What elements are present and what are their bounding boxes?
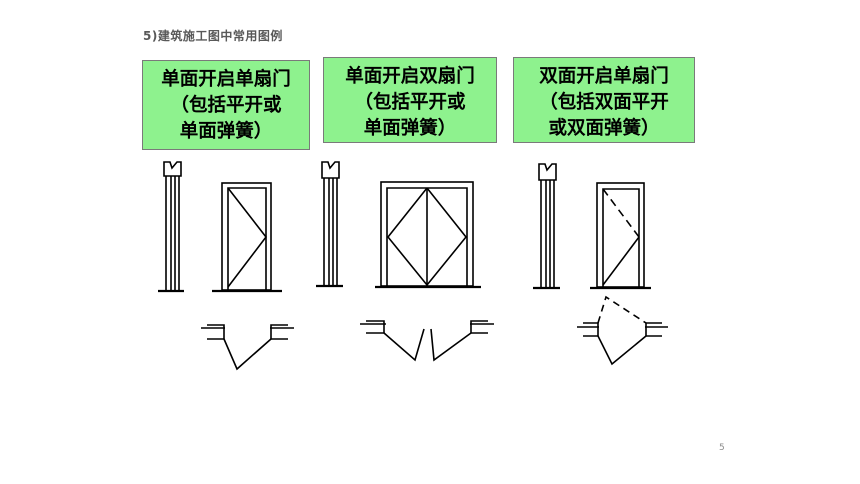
label-line: （包括双面平开	[539, 92, 669, 113]
section-view-two-way-door	[533, 163, 560, 290]
plan-view-two-way-door	[577, 295, 668, 366]
section-view-double-door	[316, 161, 343, 288]
label-line: 单面弹簧）	[363, 118, 457, 139]
elevation-view-two-way-door	[590, 182, 651, 290]
plan-view-double-door	[360, 320, 494, 362]
page-number: 5	[719, 443, 725, 453]
label-line: 或双面弹簧）	[548, 118, 660, 139]
section-view-single-door	[158, 161, 184, 293]
label-line: 单面开启双扇门	[345, 66, 475, 87]
label-line: （包括平开或	[354, 92, 466, 113]
label-line: （包括平开或	[170, 95, 282, 116]
label-single-leaf-two-way-door: 双面开启单扇门 （包括双面平开 或双面弹簧）	[513, 57, 695, 143]
elevation-view-double-door	[375, 181, 481, 289]
plan-view-single-door	[201, 324, 294, 371]
label-line: 单面弹簧）	[179, 121, 273, 142]
elevation-view-single-door	[212, 182, 282, 293]
label-double-leaf-one-way-door: 单面开启双扇门 （包括平开或 单面弹簧）	[323, 57, 497, 143]
label-line: 双面开启单扇门	[539, 66, 669, 87]
label-line: 单面开启单扇门	[161, 69, 291, 90]
label-single-leaf-one-way-door: 单面开启单扇门 （包括平开或 单面弹簧）	[142, 60, 310, 150]
slide-heading: 5)建筑施工图中常用图例	[143, 29, 283, 43]
